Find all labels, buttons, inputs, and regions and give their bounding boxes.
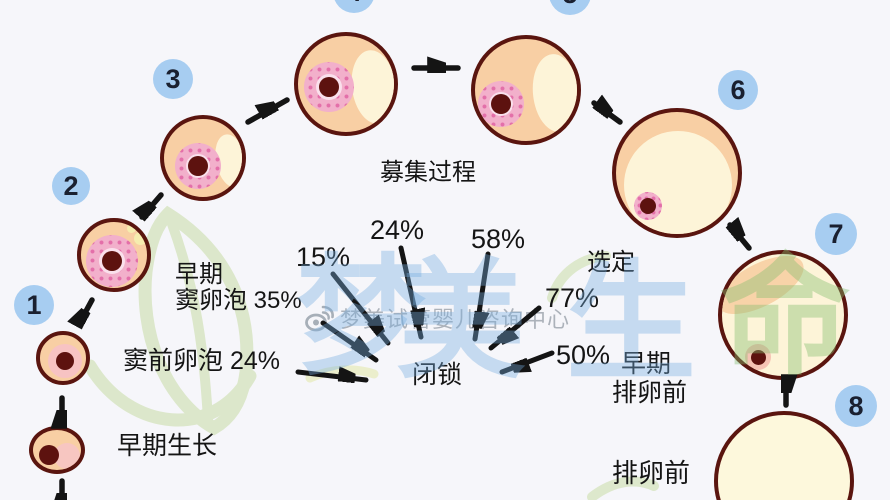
label-early-preovulatory-line2: 排卵前 [612,379,688,407]
arrow-6-to-7 [730,225,752,251]
atresia-pct-24: 24% [370,215,425,245]
label-recruitment: 募集过程 [380,159,476,186]
stage-badge-7: 7 [815,213,857,255]
label-preantral-follicle: 窦前卵泡 24% [123,347,280,375]
label-early-growth: 早期生长 [117,432,218,460]
stage-number: 8 [848,390,864,421]
label-early-preovulatory-line1: 早期 [621,350,672,378]
label-atresia: 闭锁 [412,361,463,389]
stage-number: 2 [63,170,79,201]
leaf-vein [167,219,213,425]
atresia-pct-50: 50% [556,340,611,370]
stage-number: 4 [346,0,361,8]
stage-number: 5 [562,0,577,10]
follicle-stage-4 [294,32,398,136]
stage-number: 1 [26,289,42,320]
stage-badge-3: 3 [153,59,193,99]
arrow-5-to-6 [591,103,623,125]
stage-number: 3 [165,63,181,94]
green-swash-bottom [587,476,659,500]
arrow-50pct-to-atresia [499,350,555,375]
follicle-stage-3 [160,115,246,201]
label-early-antral-line1: 早期 [175,261,223,288]
follicle-stage-1 [36,331,90,385]
label-early-antral-line2: 窦卵泡 35% [175,287,302,314]
stage-badge-5: 5 [549,0,591,15]
arrow-15pct-to-atresia [330,271,391,346]
follicle-stage-6 [612,108,742,238]
arrow-35pct-to-atresia [320,320,379,363]
arrow-1-to-2 [79,297,95,324]
stage-badge-6: 6 [718,70,758,110]
stage-badge-1: 1 [14,285,54,325]
follicle-stage-2 [77,218,151,292]
arrow-preantral-to-atresia [295,372,369,380]
arrow-58pct-to-atresia [475,251,491,342]
stage-badge-4: 4 [333,0,375,13]
green-swash-top [547,251,611,303]
stage-badge-2: 2 [52,167,90,205]
arrow-24pct-to-atresia [398,245,421,340]
arrow-77pct-to-atresia [488,305,542,351]
arrow-3-to-4 [245,97,290,125]
stage-badge-8: 8 [835,385,877,427]
atresia-pct-58: 58% [471,224,526,254]
label-selection: 选定 [587,249,635,276]
stage-number: 6 [730,74,746,105]
arrow-2-to-3 [142,192,164,217]
follicle-stage-7 [718,250,848,380]
leaf-bowl-arc [83,359,257,427]
follicle-stage-5 [471,35,581,145]
label-preovulatory: 排卵前 [612,458,691,488]
atresia-pct-15: 15% [296,242,351,272]
stage-number: 7 [828,218,844,249]
follicle-primordial [29,426,85,474]
atresia-pct-77: 77% [545,283,600,313]
